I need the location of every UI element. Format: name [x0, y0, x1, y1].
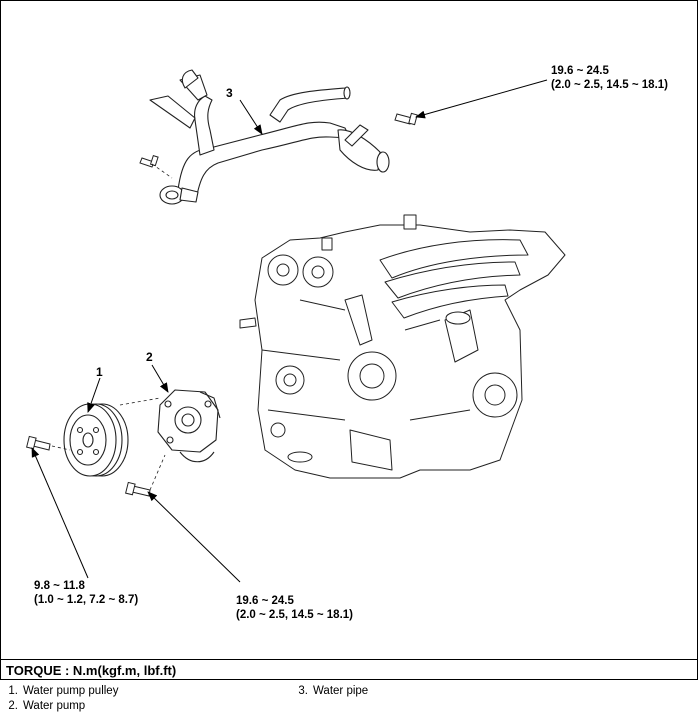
- legend-number: 3.: [298, 685, 308, 697]
- legend-item-water-pipe: 3. Water pipe: [290, 684, 368, 699]
- legend-number: 1.: [8, 685, 18, 697]
- torque-spec-value: 19.6 ~ 24.5: [236, 595, 294, 607]
- water-pump: [157, 389, 221, 463]
- pulley-bolt: [26, 435, 51, 451]
- torque-unit-bar: TORQUE : N.m(kgf.m, lbf.ft): [0, 659, 698, 680]
- callout-water-pipe: 3: [226, 86, 233, 100]
- callout-pulley: 1: [96, 365, 103, 379]
- pump-bolt: [125, 481, 151, 497]
- engine-block: [239, 214, 566, 479]
- legend-number: 2.: [8, 700, 18, 712]
- diagram-frame: [0, 0, 698, 680]
- torque-spec-pump-bolt: 19.6 ~ 24.5 (2.0 ~ 2.5, 14.5 ~ 18.1): [236, 594, 353, 622]
- torque-spec-conversion: (2.0 ~ 2.5, 14.5 ~ 18.1): [236, 609, 353, 621]
- torque-spec-conversion: (1.0 ~ 1.2, 7.2 ~ 8.7): [34, 594, 139, 606]
- legend-label: Water pump pulley: [23, 685, 119, 697]
- callout-pump: 2: [146, 350, 153, 364]
- torque-spec-value: 19.6 ~ 24.5: [551, 65, 609, 77]
- water-pump-pulley: [63, 403, 129, 477]
- torque-spec-pulley-bolt: 9.8 ~ 11.8 (1.0 ~ 1.2, 7.2 ~ 8.7): [34, 579, 138, 607]
- legend-item-water-pump: 2. Water pump: [0, 699, 85, 714]
- torque-spec-value: 9.8 ~ 11.8: [34, 580, 85, 592]
- water-pipe: [149, 69, 390, 205]
- torque-unit-label: TORQUE : N.m(kgf.m, lbf.ft): [6, 663, 177, 678]
- leader-lines: [31, 79, 548, 583]
- alignment-lines: [51, 163, 173, 491]
- legend-label: Water pump: [23, 700, 86, 712]
- engine-diagram: [26, 69, 566, 583]
- legend-label: Water pipe: [313, 685, 369, 697]
- legend-item-water-pump-pulley: 1. Water pump pulley: [0, 684, 118, 699]
- torque-spec-pipe-bolt: 19.6 ~ 24.5 (2.0 ~ 2.5, 14.5 ~ 18.1): [551, 64, 668, 92]
- torque-spec-conversion: (2.0 ~ 2.5, 14.5 ~ 18.1): [551, 79, 668, 91]
